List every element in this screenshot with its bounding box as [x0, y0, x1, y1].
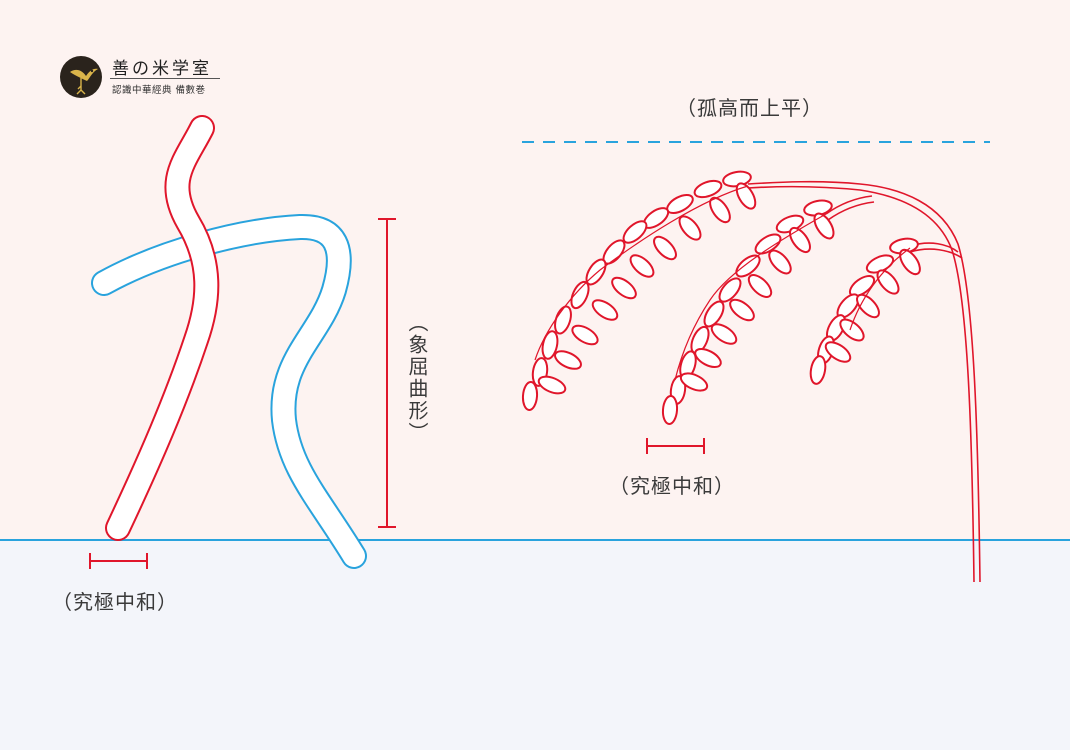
- rice-grain: [653, 235, 677, 261]
- rice-grain: [541, 330, 559, 360]
- rice-grain: [591, 299, 619, 321]
- logo-subtitle: 認識中華經典 備數巻: [112, 85, 206, 96]
- curve-height-bracket: [378, 218, 396, 528]
- ground-background: [0, 540, 1070, 750]
- horizon-line: [0, 539, 1070, 541]
- rice-grain: [729, 298, 755, 322]
- logo-divider: [110, 78, 220, 79]
- rice-grain: [789, 226, 811, 254]
- rice-grain: [839, 318, 865, 342]
- rice-grain: [679, 372, 709, 392]
- rice-grain: [661, 395, 679, 425]
- rice-grain: [824, 341, 852, 363]
- rice-grain: [710, 323, 738, 345]
- rice-stalk: [747, 180, 981, 583]
- character-blue-stroke: [91, 214, 367, 569]
- rice-grain: [735, 182, 757, 210]
- rice-grain: [768, 249, 792, 275]
- rice-grain: [554, 350, 582, 370]
- rice-grain: [747, 274, 773, 298]
- rice-grain: [629, 254, 655, 278]
- rice-grain: [521, 381, 539, 411]
- rice-grain: [813, 212, 835, 240]
- rice-grain: [694, 347, 722, 369]
- rice-grain: [735, 254, 761, 278]
- logo: 善の米学室 認識中華經典 備數巻: [60, 54, 230, 100]
- rice-grain-axes: [534, 185, 911, 381]
- rice-grain: [622, 220, 648, 244]
- harmony-bracket-left: [89, 553, 148, 569]
- logo-title: 善の米学室: [112, 59, 212, 79]
- rice-grain: [703, 300, 725, 328]
- bird-emblem-icon: [60, 56, 102, 98]
- sky-background: [0, 0, 1070, 540]
- rice-grain: [678, 215, 702, 241]
- curve-vertical-label: （象屈曲形）: [405, 312, 429, 444]
- rice-grain: [718, 277, 742, 303]
- rice-grain: [537, 375, 567, 395]
- rice-grain: [571, 324, 599, 346]
- rice-grain: [856, 293, 880, 319]
- rice-grain: [709, 196, 731, 224]
- rice-grain: [809, 355, 827, 385]
- rice-grain: [876, 269, 900, 295]
- character-red-stroke: [105, 115, 220, 541]
- rice-grain: [899, 248, 921, 276]
- rice-grain: [611, 276, 637, 300]
- top-flat-label: （孤高而上平）: [676, 96, 823, 120]
- rice-grains: [521, 170, 921, 425]
- harmony-label-right: （究極中和）: [609, 474, 735, 498]
- harmony-bracket-right: [646, 438, 705, 454]
- rice-grain: [693, 179, 723, 199]
- rice-grain: [570, 280, 590, 310]
- harmony-label-left: （究極中和）: [52, 590, 178, 614]
